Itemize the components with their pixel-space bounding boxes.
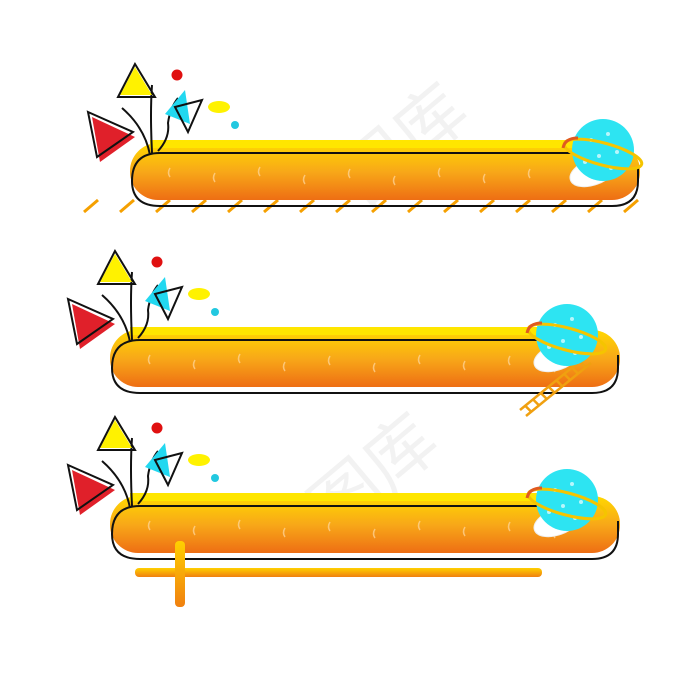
ladder-rung — [539, 392, 548, 400]
ladder-rung — [555, 379, 564, 388]
ladder-rung — [532, 398, 540, 407]
cross-bar — [135, 541, 542, 607]
rail-rung — [119, 198, 135, 214]
banner-1 — [70, 63, 670, 214]
ladder-rung — [563, 373, 572, 381]
banner-3 — [67, 416, 621, 607]
rail-rung — [623, 198, 639, 214]
diagonal-ladder — [519, 356, 592, 417]
banner-2 — [67, 250, 621, 417]
ladder-rung — [547, 385, 556, 394]
ladder-rung — [524, 404, 533, 413]
ladder-rung — [571, 366, 579, 375]
rail-rung — [83, 198, 99, 214]
